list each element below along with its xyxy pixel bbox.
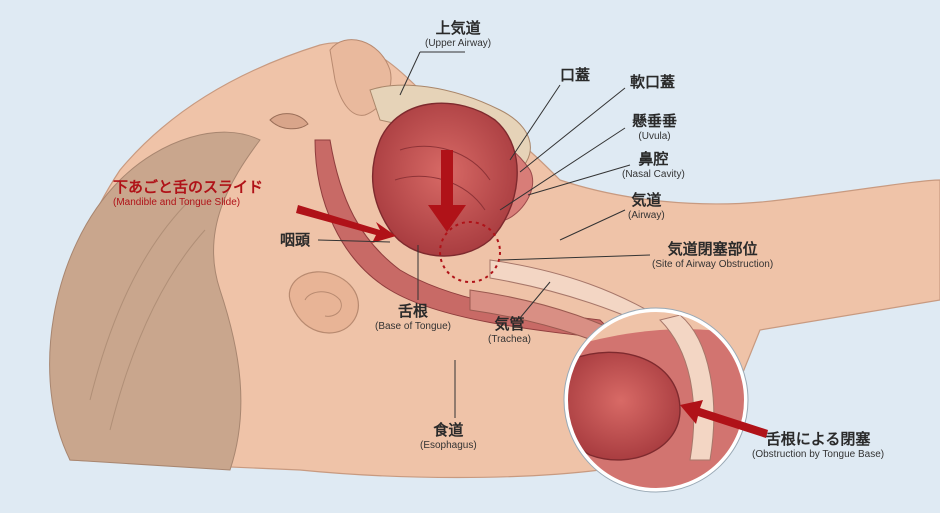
eye: [269, 113, 309, 130]
push-down-arrow-icon: [428, 150, 466, 232]
label-uvula: 懸垂垂 (Uvula): [632, 112, 678, 142]
label-tongue-base-obstruction: 舌根による閉塞 (Obstruction by Tongue Base): [752, 430, 885, 460]
label-obstruction-site: 気道閉塞部位 (Site of Airway Obstruction): [652, 240, 774, 270]
slide-arrow-icon: [296, 205, 396, 243]
label-mandible-tongue-slide: 下あごと舌のスライド (Mandible and Tongue Slide): [113, 178, 264, 208]
label-upper-airway: 上気道 (Upper Airway): [425, 19, 492, 49]
label-pharynx: 咽頭: [280, 231, 311, 249]
label-airway: 気道 (Airway): [628, 191, 665, 221]
label-esophagus: 食道 (Esophagus): [420, 421, 477, 451]
obstruction-arrow-icon: [680, 400, 768, 438]
label-soft-palate: 軟口蓋: [630, 73, 676, 91]
hair: [49, 131, 261, 471]
label-nasal-cavity: 鼻腔 (Nasal Cavity): [622, 150, 685, 180]
ear: [288, 271, 359, 334]
obstruction-site-marker: [439, 221, 501, 283]
label-palate: 口蓋: [560, 66, 591, 84]
label-base-of-tongue: 舌根 (Base of Tongue): [375, 302, 451, 332]
magnified-inset: [566, 310, 746, 490]
inset-border: [564, 308, 748, 492]
leader-lines: [317, 51, 651, 418]
label-trachea: 気管 (Trachea): [488, 315, 531, 345]
